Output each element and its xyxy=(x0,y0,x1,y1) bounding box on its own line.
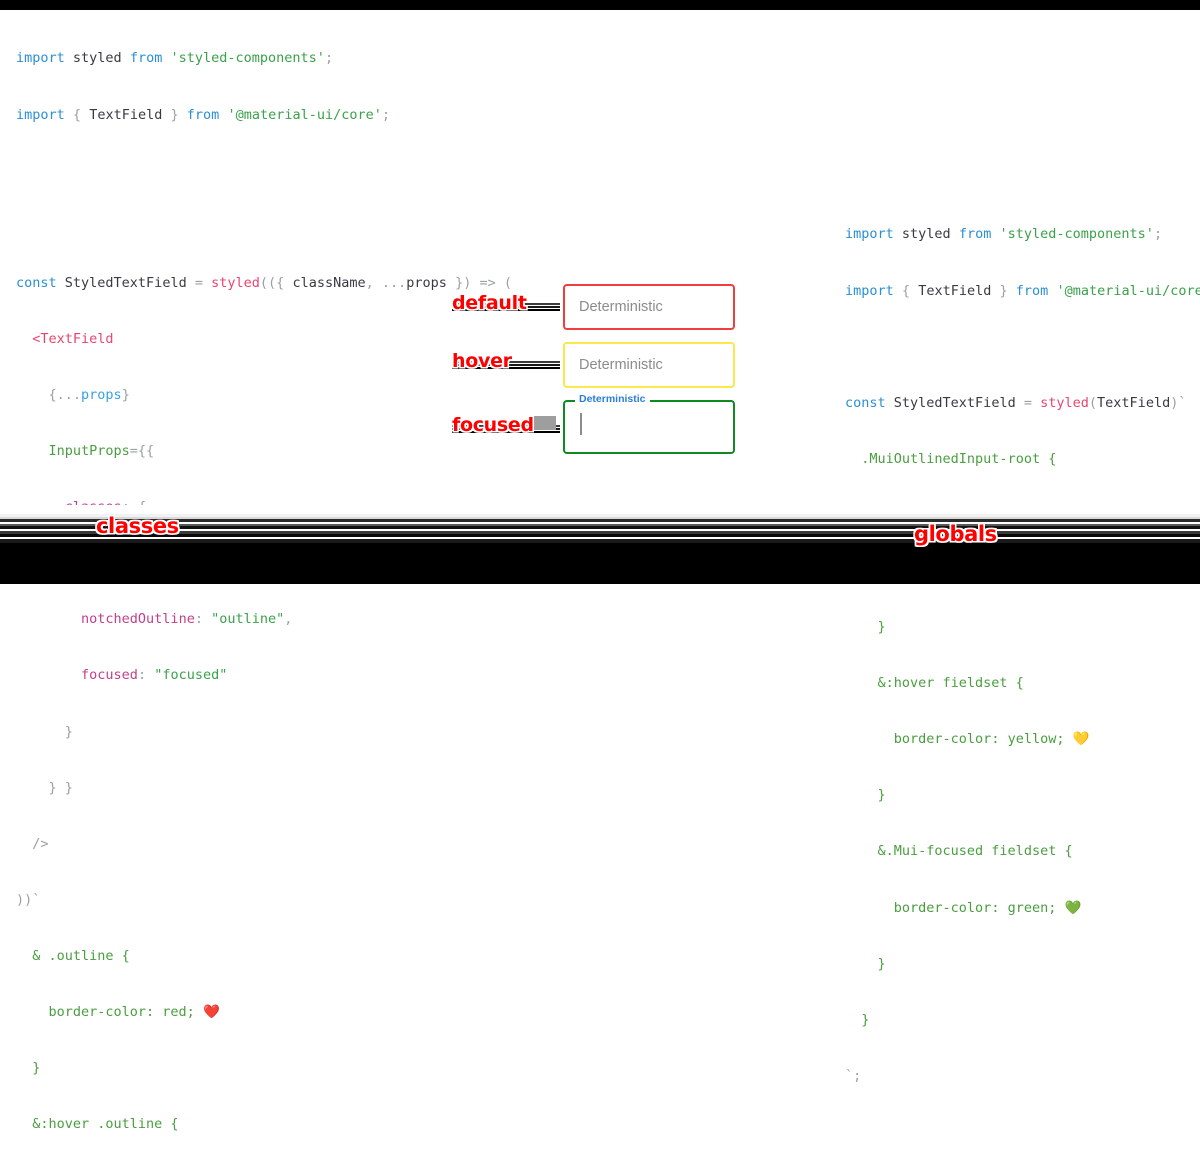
annotation-block-focused xyxy=(530,416,556,430)
textfield-focused-notch-label: Deterministic xyxy=(575,394,650,405)
bottom-divider-band: classes globals xyxy=(0,505,1200,584)
code-line: focused: "focused" xyxy=(81,667,228,684)
code-block-globals: import styled from 'styled-components'; … xyxy=(845,188,1200,1104)
code-line: /> xyxy=(32,835,49,852)
code-line: } xyxy=(861,1011,870,1028)
code-line: {...props} xyxy=(48,386,130,403)
annotation-label-hover: hover xyxy=(452,350,512,372)
top-black-bar xyxy=(0,0,1200,10)
code-line: } xyxy=(877,619,886,636)
code-line: } xyxy=(877,787,886,804)
annotation-leader-line-hover xyxy=(452,360,560,369)
code-line: import { TextField } from '@material-ui/… xyxy=(845,282,1200,299)
code-line: } xyxy=(32,1060,41,1077)
textfield-default-text: Deterministic xyxy=(579,299,663,315)
band-label-globals: globals xyxy=(914,522,997,546)
annotation-label-focused: focused xyxy=(452,414,534,436)
band-striped-lines xyxy=(0,505,1200,550)
band-label-classes: classes xyxy=(96,514,179,538)
textfield-demo-column: default Deterministic hover Deterministi… xyxy=(452,282,742,462)
code-line: `; xyxy=(845,1067,862,1084)
code-line: border-color: yellow; 💛 xyxy=(893,731,1090,748)
code-line: } xyxy=(64,723,73,740)
code-line: & .outline { xyxy=(32,947,130,964)
code-line: notchedOutline: "outline", xyxy=(81,611,293,628)
code-line: &.Mui-focused fieldset { xyxy=(877,843,1073,860)
band-solid-black xyxy=(0,550,1200,584)
code-line-blank xyxy=(845,338,1200,357)
code-line: import { TextField } from '@material-ui/… xyxy=(16,106,391,123)
annotation-leader-line-focused xyxy=(452,424,560,433)
code-line: border-color: green; 💚 xyxy=(893,899,1082,916)
annotation-label-default: default xyxy=(452,292,527,314)
demo-row-hover: hover Deterministic xyxy=(452,340,742,398)
code-line: border-color: red; ❤️ xyxy=(48,1004,220,1020)
textfield-focused[interactable]: Deterministic xyxy=(563,394,735,454)
code-line: &:hover .outline { xyxy=(32,1116,179,1133)
code-line: const StyledTextField = styled(({ classN… xyxy=(16,274,513,291)
demo-row-default: default Deterministic xyxy=(452,282,742,340)
code-line: <TextField xyxy=(32,330,114,347)
code-line-blank xyxy=(16,162,512,181)
code-line: const StyledTextField = styled(TextField… xyxy=(845,394,1187,411)
code-line-blank xyxy=(16,218,512,237)
textfield-hover[interactable]: Deterministic xyxy=(563,342,735,388)
code-line: &:hover fieldset { xyxy=(877,675,1024,692)
text-cursor-caret xyxy=(580,413,582,435)
textfield-default[interactable]: Deterministic xyxy=(563,284,735,330)
demo-row-focused: focused Deterministic xyxy=(452,394,742,462)
code-line: .MuiOutlinedInput-root { xyxy=(861,450,1057,467)
code-line: InputProps={{ xyxy=(48,443,155,460)
textfield-hover-text: Deterministic xyxy=(579,357,663,373)
code-line: } } xyxy=(48,779,73,796)
code-line: } xyxy=(877,955,886,972)
code-block-classes: import styled from 'styled-components'; … xyxy=(16,12,512,1168)
code-line: import styled from 'styled-components'; xyxy=(16,50,334,67)
code-line: ))` xyxy=(16,891,41,908)
annotation-leader-line-default xyxy=(452,302,560,311)
code-line: import styled from 'styled-components'; xyxy=(845,226,1163,243)
